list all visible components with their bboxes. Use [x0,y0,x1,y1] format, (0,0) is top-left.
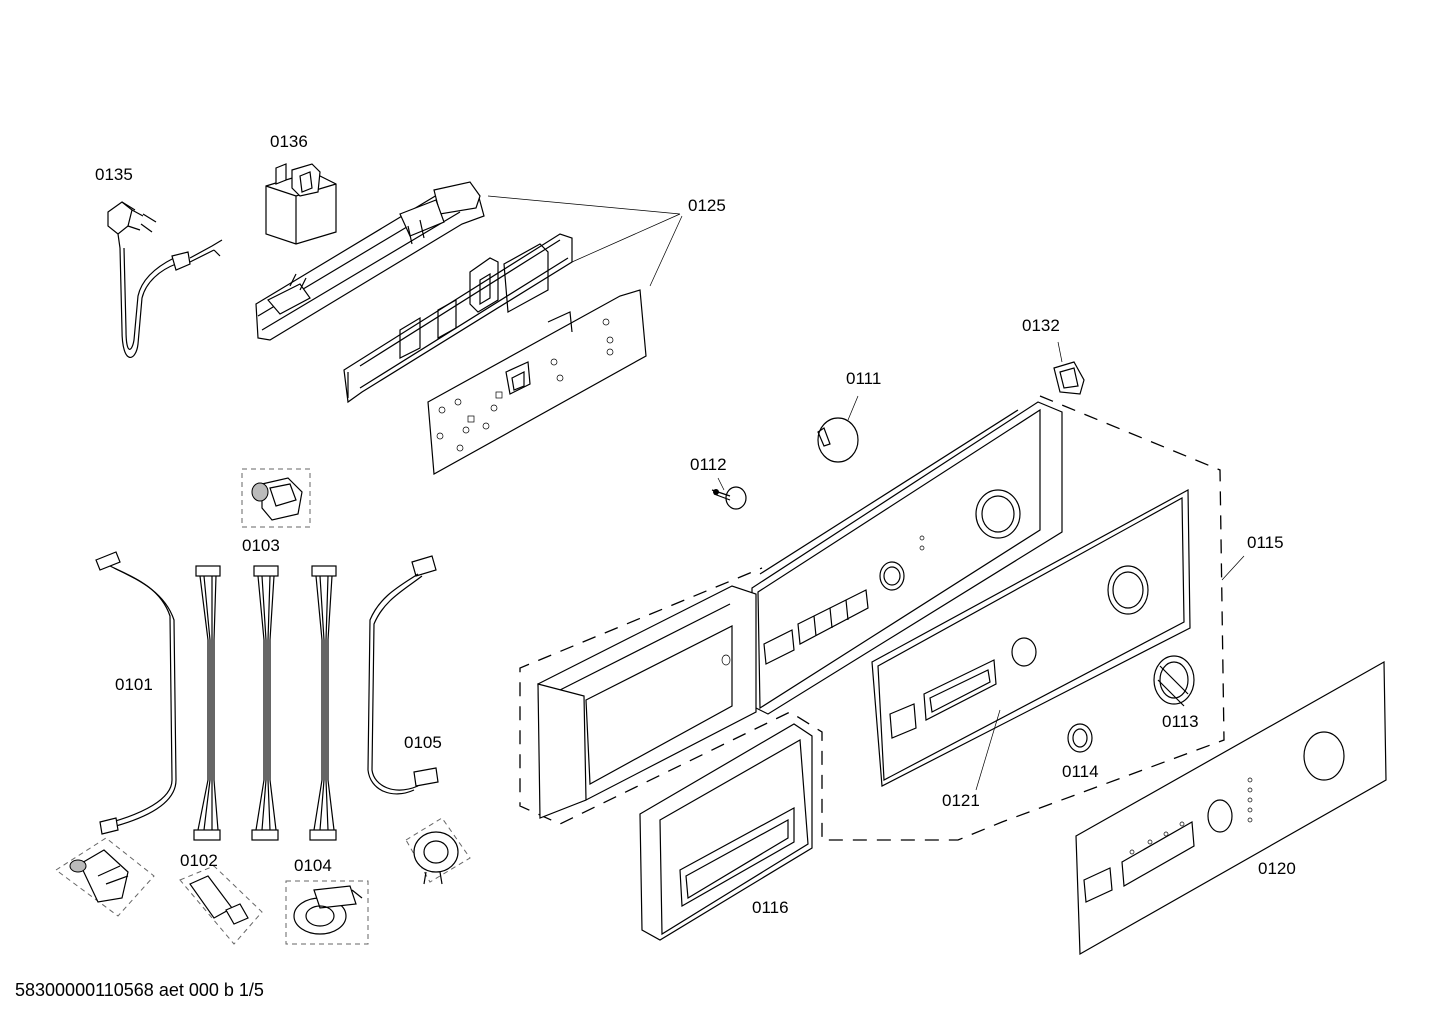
document-reference: 58300000110568 aet 000 b 1/5 [15,980,264,1000]
label-0101: 0101 [115,675,153,694]
part-0125-pcb [427,289,647,475]
label-0102: 0102 [180,851,218,870]
assembly-outline-0115 [519,395,1245,841]
label-0114: 0114 [1062,762,1099,781]
part-0105-harness [367,555,439,795]
part-0113-knob [1153,655,1195,707]
part-0102-sensor [179,865,263,945]
label-0136: 0136 [270,132,308,151]
part-0111-knob-disc [817,395,859,463]
part-0105-pressure-switch [405,817,471,885]
label-0125: 0125 [688,196,726,215]
part-0136-suppressor [265,163,337,245]
part-0135-power-cord [107,201,223,359]
part-0115-front-panel [751,401,1063,715]
part-0104-harness-a [251,565,279,841]
part-0115-drawer-frame [537,585,757,819]
part-0116-drawer-handle [639,723,813,941]
part-0132-clip [1053,341,1085,395]
part-0102-harness [193,565,221,841]
label-0112: 0112 [690,455,727,474]
part-0101-valve [55,837,155,917]
part-0103-component [241,468,311,528]
part-0101-harness [95,551,177,835]
part-0125-housing-bar [255,181,485,341]
label-0103: 0103 [242,536,280,555]
part-0104-pressure-switch [285,880,369,945]
label-0132: 0132 [1022,316,1060,335]
label-0135: 0135 [95,165,133,184]
part-0104-harness-b [309,565,337,841]
part-0114-knob [1067,723,1093,753]
label-0115: 0115 [1247,533,1284,552]
label-0116: 0116 [752,898,789,917]
part-0121-fascia [871,488,1191,791]
label-0120: 0120 [1258,859,1296,878]
part-0120-panel-foil [1075,660,1387,956]
label-0121: 0121 [942,791,980,810]
leader-0125 [487,195,683,287]
label-0105: 0105 [404,733,442,752]
label-0113: 0113 [1162,712,1199,731]
part-0112-shaft [711,477,747,510]
label-0104: 0104 [294,856,332,875]
label-0111: 0111 [846,369,881,388]
